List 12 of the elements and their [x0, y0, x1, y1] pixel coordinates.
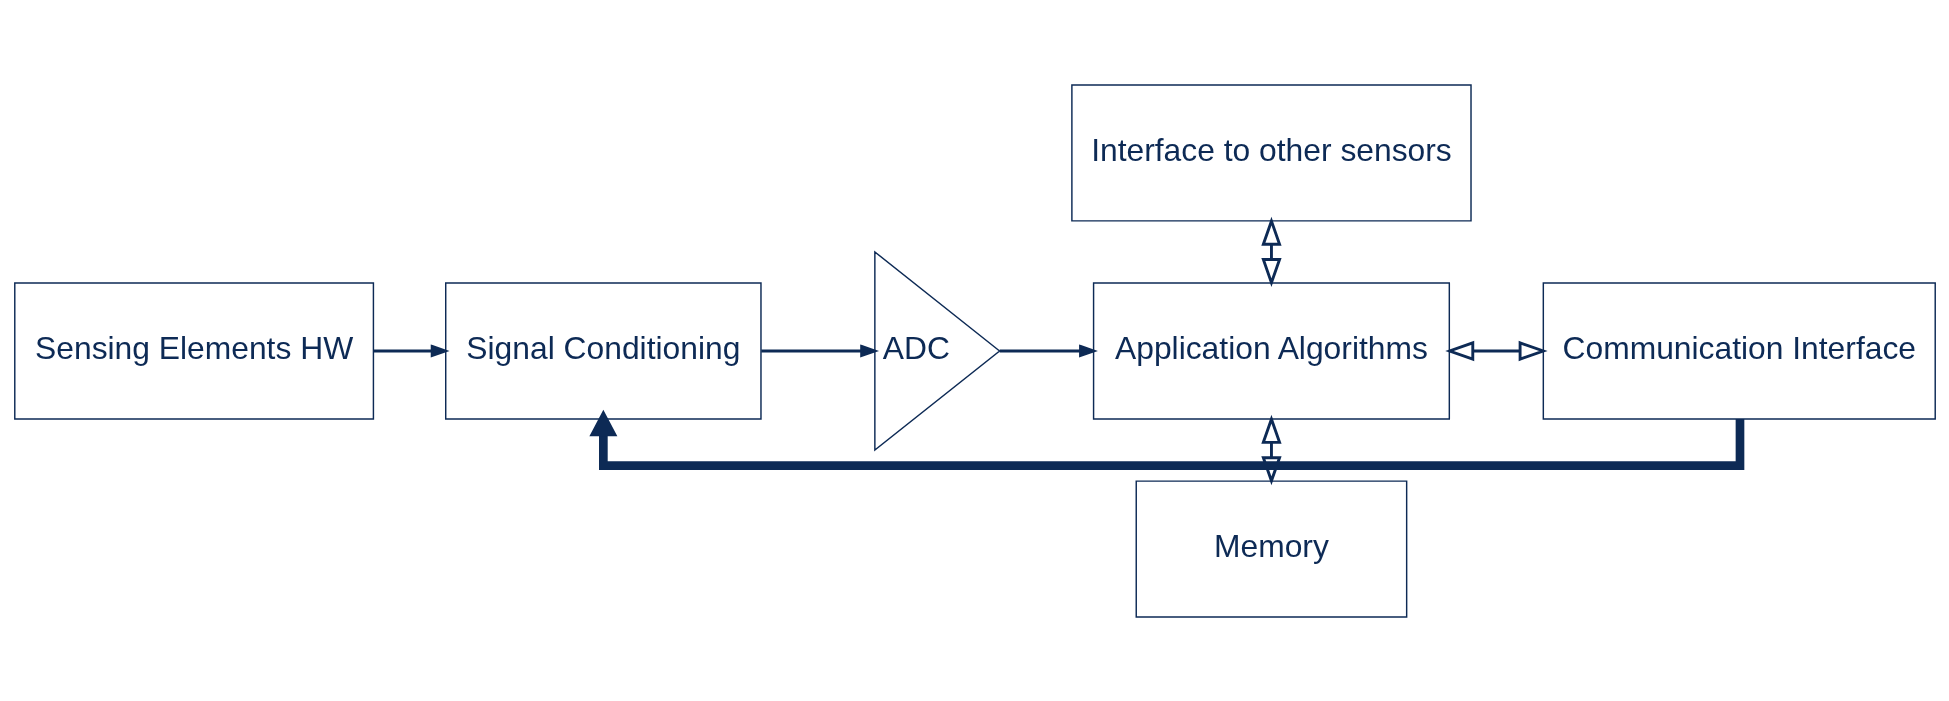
arrow — [1444, 340, 1548, 361]
arrow — [999, 343, 1098, 358]
node-box: Signal Conditioning — [444, 281, 762, 420]
node-box: Communication Interface — [1542, 281, 1936, 420]
arrow — [1260, 414, 1282, 485]
arrow — [760, 343, 879, 358]
node-box: Memory — [1135, 479, 1407, 618]
node-box: Sensing Elements HW — [13, 281, 374, 420]
node-box: Application Algorithms — [1092, 281, 1450, 420]
arrow — [373, 343, 450, 358]
arrow — [1260, 216, 1282, 287]
node-box: Interface to other sensors — [1070, 83, 1472, 222]
